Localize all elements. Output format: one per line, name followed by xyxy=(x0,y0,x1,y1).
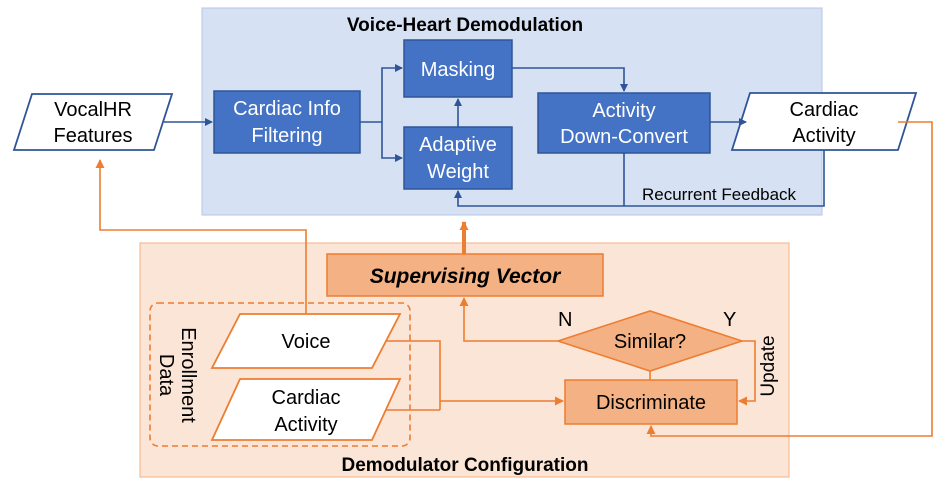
recurrent-feedback-label: Recurrent Feedback xyxy=(642,185,797,204)
update-label: Update xyxy=(758,335,779,396)
branch-to-masking-arrow xyxy=(381,64,403,122)
adaptive-weight-block xyxy=(403,126,513,190)
similar-yes-update-arrow xyxy=(738,340,756,406)
filtering-line1: Cardiac Info xyxy=(233,98,341,120)
enrollment-label-line1: Enrollment xyxy=(177,327,199,423)
voice-to-vocalhr-arrow xyxy=(95,159,307,314)
cardiac-enrollment-line1: Cardiac xyxy=(272,387,341,409)
masking-to-downconvert-arrow xyxy=(512,67,628,92)
masking-label: Masking xyxy=(421,59,495,81)
discriminate-label: Discriminate xyxy=(596,392,706,414)
cardiac-output-line1: Cardiac xyxy=(790,99,859,121)
similar-label: Similar? xyxy=(614,331,686,353)
supervising-vector-block xyxy=(326,253,604,297)
demodulator-config-title: Demodulator Configuration xyxy=(342,455,589,476)
cardiac-enrollment-input xyxy=(210,378,402,441)
voice-heart-title: Voice-Heart Demodulation xyxy=(347,15,583,36)
adaptive-line1: Adaptive xyxy=(419,134,497,156)
enrollment-data-group xyxy=(149,302,411,447)
activity-downconvert-block xyxy=(537,92,711,154)
similar-no-arrow xyxy=(459,297,558,342)
yes-label: Y xyxy=(723,309,736,331)
filtering-line2: Filtering xyxy=(251,125,322,147)
branch-to-adaptive-arrow xyxy=(381,122,403,162)
adaptive-line2: Weight xyxy=(427,161,489,183)
vocalhr-line2: Features xyxy=(54,125,133,147)
recurrent-feedback-line xyxy=(454,150,825,207)
voice-label: Voice xyxy=(282,331,331,353)
cardiac-enrollment-line2: Activity xyxy=(274,414,337,436)
cardiac-output-line2: Activity xyxy=(792,125,855,147)
discriminate-block xyxy=(564,379,738,425)
voice-enrollment-input xyxy=(210,313,402,369)
voice-to-discriminate-line xyxy=(386,340,441,410)
downconvert-line2: Down-Convert xyxy=(560,126,688,148)
vocalhr-line1: VocalHR xyxy=(54,99,132,121)
vocalhr-features-input xyxy=(12,93,174,151)
enrollment-label-line2: Data xyxy=(155,354,177,397)
supervising-vector-label: Supervising Vector xyxy=(370,265,562,288)
cardiac-output-feedback-arrow xyxy=(646,121,933,437)
no-label: N xyxy=(558,309,572,331)
downconvert-line1: Activity xyxy=(592,100,655,122)
cardiac-activity-output xyxy=(730,92,918,151)
